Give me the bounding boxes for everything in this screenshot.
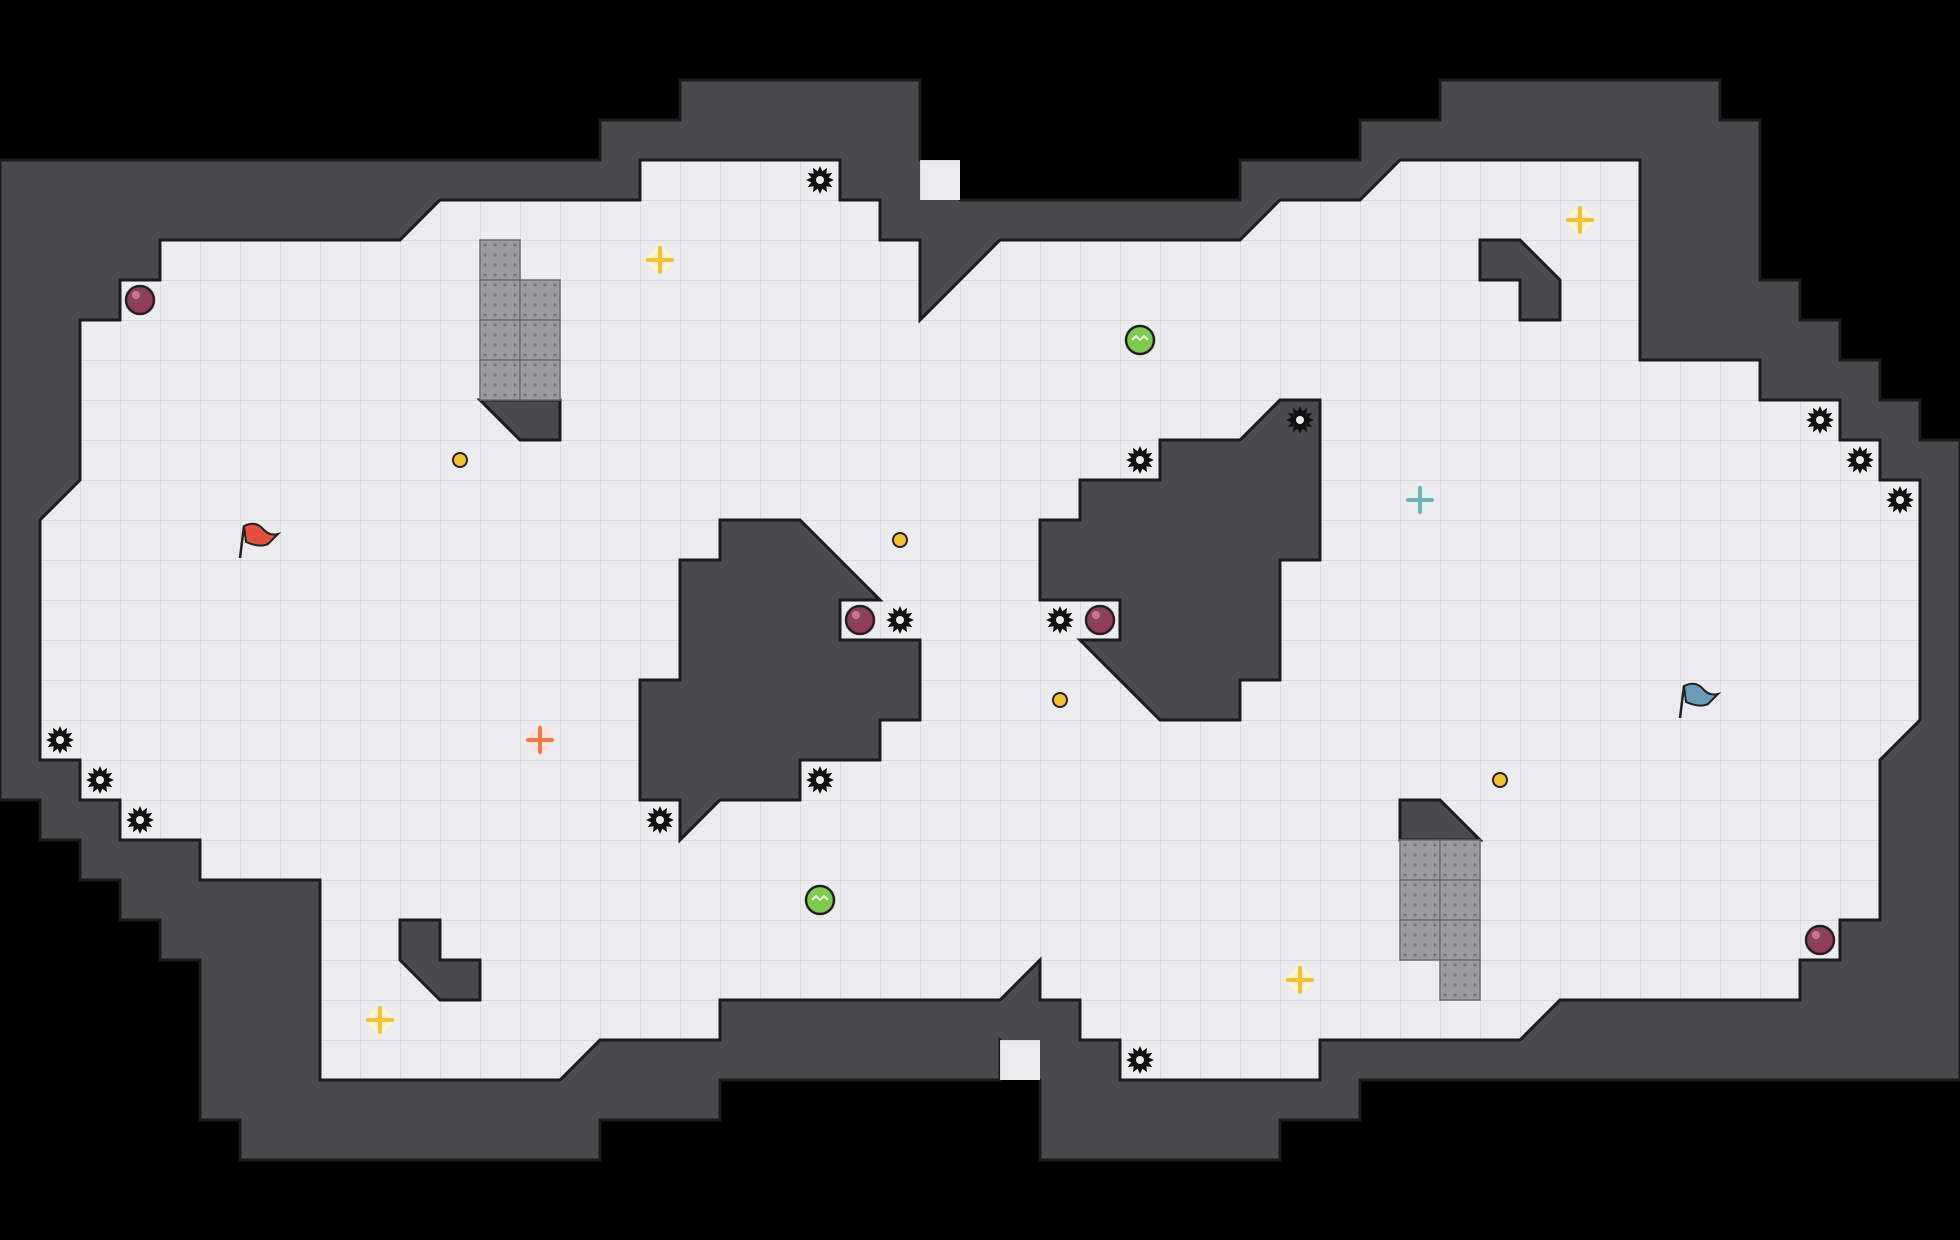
floor-notch-bottom [1000, 1040, 1040, 1080]
boost-plus-icon [526, 726, 554, 754]
coin-icon [1052, 692, 1068, 708]
orb-icon [124, 284, 156, 316]
wall-center-left [638, 518, 922, 844]
spike-mine-icon [806, 766, 834, 794]
spike-group [46, 166, 1914, 1074]
powerup-icon [1124, 324, 1156, 356]
boost-plus-icon [1566, 206, 1594, 234]
spike-mine-icon [646, 806, 674, 834]
boost-plus-icon [366, 1006, 394, 1034]
coin-icon [1492, 772, 1508, 788]
orb-group [124, 284, 1836, 956]
blue-flag-icon[interactable] [1678, 682, 1722, 719]
spike-mine-icon [126, 806, 154, 834]
coin-icon [892, 532, 908, 548]
floor-notch-top [920, 160, 960, 200]
wall-bit-3 [398, 918, 482, 1002]
arena-floor [38, 158, 1922, 1082]
boost-group [366, 206, 1594, 1034]
orb-icon [844, 604, 876, 636]
boost-plus-icon [646, 246, 674, 274]
wall-bit-2 [1478, 238, 1562, 322]
boost-plus-icon [1406, 486, 1434, 514]
orb-icon [1084, 604, 1116, 636]
orb-icon [1804, 924, 1836, 956]
coin-group [452, 452, 1508, 788]
wall-center-right [1038, 398, 1322, 722]
spike-mine-icon [1886, 486, 1914, 514]
spike-mine-icon [1846, 446, 1874, 474]
crate-cluster-left [479, 239, 561, 401]
spike-mine-icon [806, 166, 834, 194]
spike-mine-icon [1126, 446, 1154, 474]
powerup-icon [804, 884, 836, 916]
boost-plus-icon [1286, 966, 1314, 994]
spike-mine-icon [86, 766, 114, 794]
spike-mine-icon [1286, 406, 1314, 434]
red-flag-icon[interactable] [238, 522, 282, 559]
spike-mine-icon [46, 726, 74, 754]
crate-cluster-right [1399, 839, 1481, 1001]
coin-icon [452, 452, 468, 468]
spike-mine-icon [886, 606, 914, 634]
spike-mine-icon [1046, 606, 1074, 634]
spike-mine-icon [1126, 1046, 1154, 1074]
spike-mine-icon [1806, 406, 1834, 434]
